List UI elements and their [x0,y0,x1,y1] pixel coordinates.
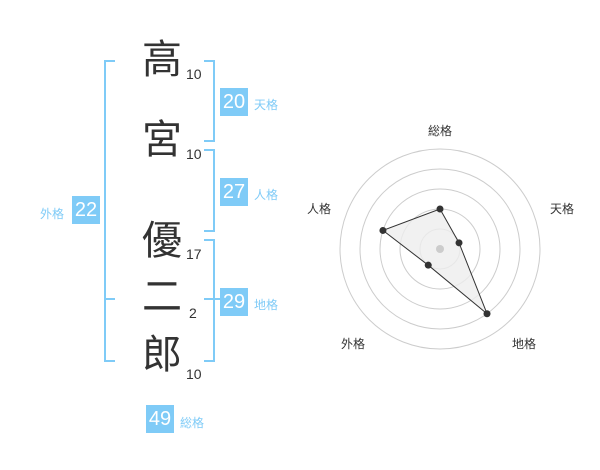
name-char: 二 [142,274,182,320]
axis-label-tenkaku: 天格 [550,202,575,216]
stroke-count: 2 [189,305,197,321]
name-char: 高 [142,37,182,83]
tenkaku-label: 天格 [254,98,279,112]
radar-point [455,239,463,247]
tenkaku-bracket [204,60,215,142]
gaikaku-bracket-tick [104,298,115,300]
name-char: 優 [142,218,182,264]
jinkaku-bracket [204,149,215,232]
axis-label-soukaku: 総格 [428,124,453,138]
axis-label-jinkaku: 人格 [307,202,332,216]
radar-point [379,226,387,234]
stroke-count: 10 [186,146,202,162]
radar-center [436,245,444,253]
gaikaku-bracket [104,60,115,362]
chikaku-label: 地格 [254,298,279,312]
name-char: 宮 [142,117,182,163]
radar-ring [339,148,541,350]
soukaku-value: 49 [146,405,174,433]
chikaku-connector [213,298,221,300]
gaikaku-label: 外格 [40,207,65,221]
gaikaku-value: 22 [72,196,100,224]
radar-point [424,261,432,269]
axis-label-gaikaku: 外格 [341,337,366,351]
radar-point [436,205,444,213]
chikaku-value: 29 [220,288,248,316]
axis-label-chikaku: 地格 [512,337,537,351]
stroke-count: 17 [186,246,202,262]
radar-polygon [381,208,488,315]
name-char: 郎 [142,332,182,378]
chikaku-bracket-tick [204,298,215,300]
radar-point [483,310,491,318]
radar-ring [359,168,521,330]
jinkaku-value: 27 [220,178,248,206]
soukaku-label: 総格 [180,416,205,430]
stroke-count: 10 [186,66,202,82]
chikaku-bracket [204,239,215,362]
tenkaku-value: 20 [220,88,248,116]
stroke-count: 10 [186,366,202,382]
jinkaku-label: 人格 [254,188,279,202]
radar-ring [379,188,501,310]
